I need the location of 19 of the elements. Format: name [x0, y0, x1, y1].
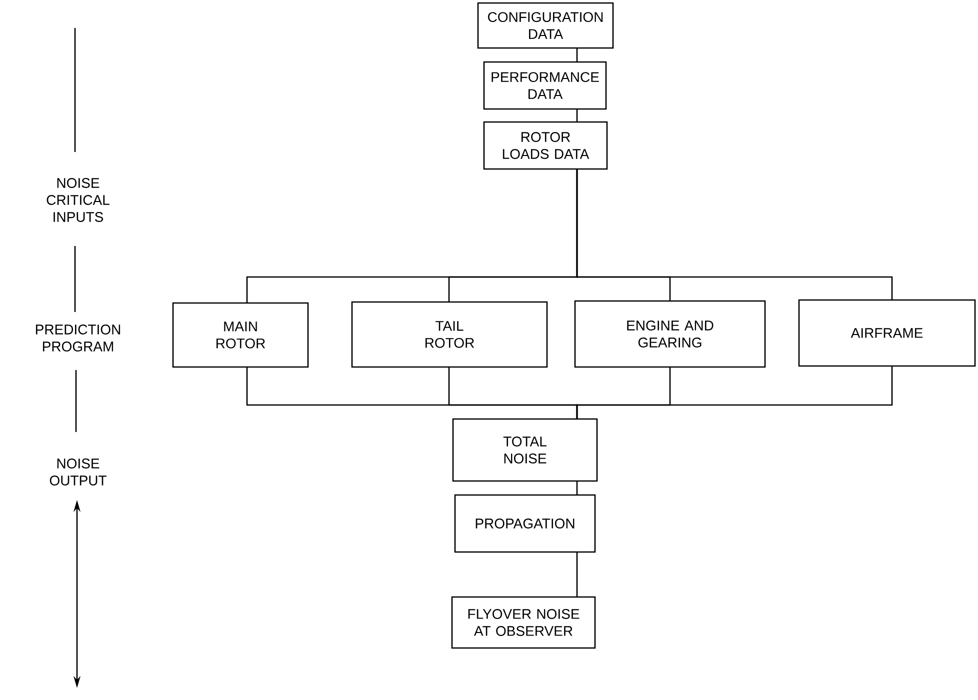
process-box: PERFORMANCE DATA [483, 61, 607, 110]
connector-line [576, 366, 893, 419]
process-box: MAIN ROTOR [172, 302, 309, 368]
process-box: CONFIGURATION DATA [477, 2, 614, 49]
connector-line [576, 552, 578, 597]
connector-line [576, 481, 578, 495]
process-box: ROTOR LOADS DATA [483, 121, 608, 170]
process-box: AIRFRAME [798, 299, 976, 367]
process-box: PROPAGATION [454, 494, 596, 553]
stage-label: NOISE OUTPUT [50, 458, 106, 486]
process-box: FLYOVER NOISE AT OBSERVER [451, 596, 596, 649]
stage-label: PREDICTION PROGRAM [36, 324, 120, 352]
process-box: TAIL ROTOR [351, 301, 548, 368]
connector-line [576, 169, 893, 300]
process-box: TOTAL NOISE [452, 418, 598, 482]
stage-label: NOISE CRITICAL INPUTS [46, 178, 110, 222]
connector-line [576, 109, 578, 122]
connector-line [576, 48, 578, 62]
process-box: ENGINE AND GEARING [574, 300, 766, 368]
